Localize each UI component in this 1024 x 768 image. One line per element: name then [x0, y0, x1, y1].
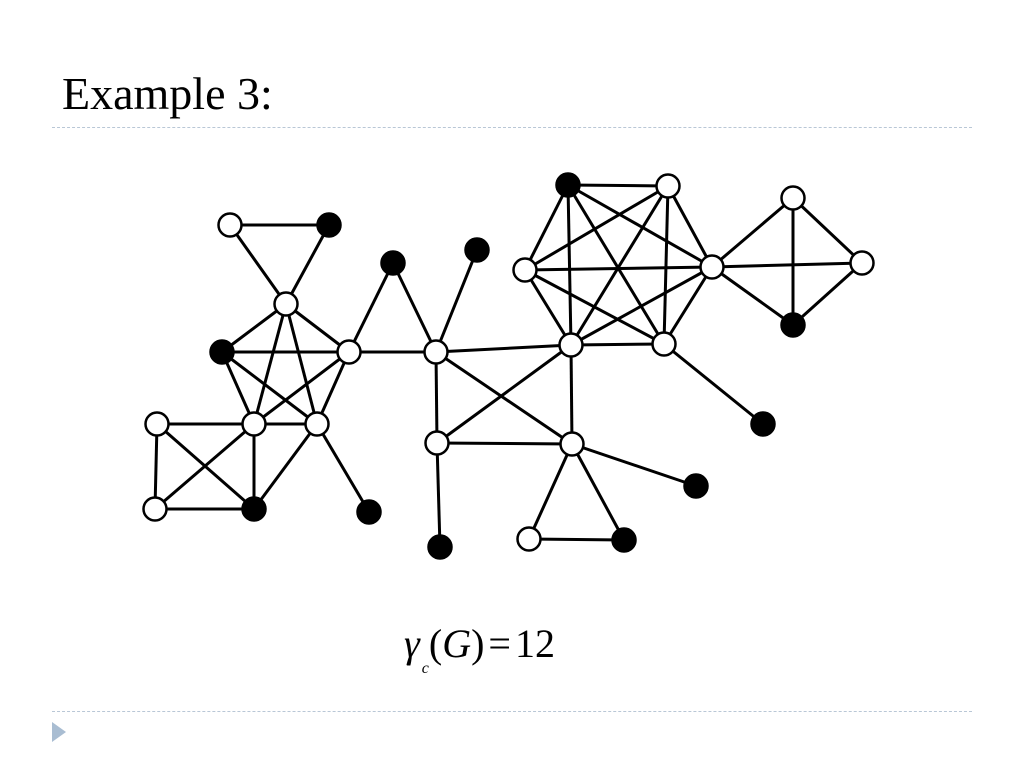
graph-edge: [662, 185, 670, 345]
graph-edge: [570, 265, 713, 347]
graph-edge: [435, 350, 573, 446]
graph-edge: [711, 261, 863, 269]
formula-subscript: c: [421, 660, 429, 677]
connected-domination-number-formula: γc(G)=12: [404, 616, 555, 677]
graph-edge: [567, 183, 713, 269]
graph-vertex-filled: [356, 499, 382, 525]
graph-vertices: [142, 172, 875, 560]
graph-vertex-filled: [780, 312, 806, 338]
graph-edge: [566, 184, 666, 345]
graph-edge: [567, 183, 669, 188]
graph-edge: [284, 303, 319, 425]
graph-vertex-open: [424, 430, 450, 456]
graph-vertex-filled: [750, 411, 776, 437]
formula-gamma-symbol: γ: [404, 621, 420, 666]
graph-edge: [228, 224, 288, 305]
title-divider: [52, 127, 972, 128]
graph-edge: [570, 443, 626, 541]
graph-edge: [253, 350, 350, 426]
bullet-arrow-icon: [52, 722, 66, 742]
graph-vertex-filled: [209, 339, 235, 365]
graph-edge: [569, 344, 574, 445]
graph-vertex-open: [336, 339, 362, 365]
graph-edge: [711, 265, 794, 327]
graph-vertex-open: [699, 254, 725, 280]
graph-vertex-open: [423, 339, 449, 365]
graph-vertex-open: [559, 431, 585, 457]
graph-edge: [527, 443, 574, 540]
formula-variable: G: [442, 621, 472, 666]
graph-edges: [153, 183, 864, 548]
graph-edge: [528, 537, 625, 542]
graph-vertex-open: [512, 257, 538, 283]
formula-close-paren: ): [471, 621, 485, 666]
graph-edge: [391, 262, 438, 353]
formula-equals: =: [488, 621, 511, 666]
graph-edge: [154, 422, 255, 511]
graph-vertex-filled: [683, 473, 709, 499]
graph-edge: [436, 441, 573, 446]
graph-edge: [252, 423, 319, 510]
graph-vertex-open: [144, 411, 170, 437]
graph-edge: [436, 343, 572, 445]
graph-vertex-open: [217, 212, 243, 238]
graph-edge: [711, 196, 794, 269]
graph-edge: [566, 184, 573, 346]
graph-edge: [284, 224, 331, 305]
graph-edge: [791, 261, 864, 327]
formula-open-paren: (: [428, 621, 443, 666]
graph-vertex-filled: [555, 172, 581, 198]
slide-title: Example 3:: [62, 68, 273, 119]
graph-vertex-filled: [427, 534, 453, 560]
graph-vertex-filled: [241, 496, 267, 522]
graph-vertex-open: [241, 411, 267, 437]
graph-edge: [666, 185, 714, 268]
graph-vertex-filled: [464, 237, 490, 263]
graph-vertex-open: [142, 496, 168, 522]
graph-edge: [570, 342, 665, 347]
graph-edge: [523, 184, 570, 271]
graph-edge: [347, 262, 395, 353]
graph-edge: [791, 196, 864, 265]
graph-vertex-open: [655, 173, 681, 199]
footer-divider: [52, 711, 972, 712]
graph-edge: [571, 442, 697, 488]
graph-edge: [221, 350, 318, 426]
graph-edge: [663, 342, 764, 426]
graph-edge: [662, 266, 714, 345]
graph-vertex-open: [558, 332, 584, 358]
graph-edge: [569, 185, 670, 346]
graph-edge: [434, 351, 439, 444]
graph-edge: [435, 442, 442, 548]
graph-vertex-open: [516, 526, 542, 552]
graph-vertex-filled: [316, 212, 342, 238]
formula-value: 12: [514, 621, 555, 666]
graph-edge: [435, 343, 572, 354]
graph-vertex-open: [780, 185, 806, 211]
graph-edge: [285, 302, 350, 354]
graph-vertex-filled: [380, 250, 406, 276]
graph-edge: [315, 423, 371, 513]
graph-edge: [315, 351, 351, 425]
graph-vertex-open: [304, 411, 330, 437]
graph-vertex-open: [651, 331, 677, 357]
graph-vertex-filled: [611, 527, 637, 553]
graph-edge: [153, 423, 159, 510]
graph-edge: [221, 302, 287, 354]
graph-edge: [434, 249, 479, 353]
graph-vertex-open: [849, 250, 875, 276]
graph-edge: [252, 303, 288, 425]
graph-edge: [523, 269, 573, 346]
graph-edge: [220, 351, 256, 425]
graph-vertex-open: [273, 291, 299, 317]
graph-edge: [524, 265, 713, 272]
graph-edge: [524, 184, 669, 272]
graph-edge: [524, 268, 665, 346]
